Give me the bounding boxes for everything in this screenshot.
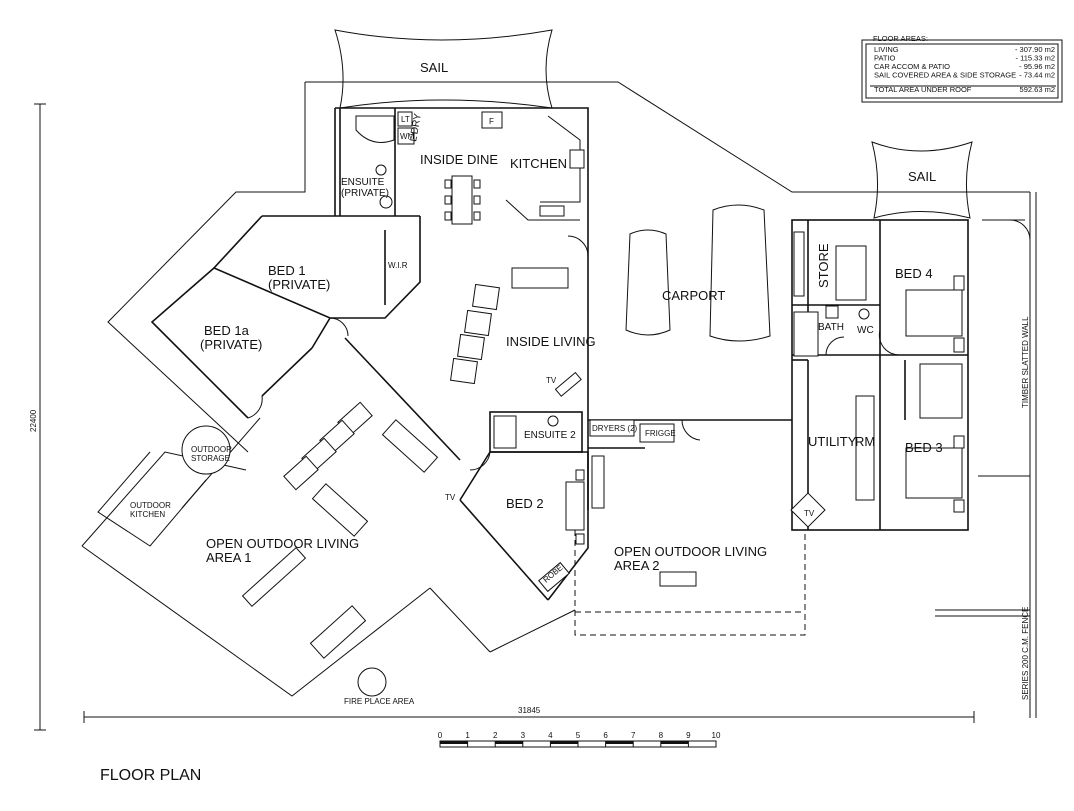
label-f: F: [489, 117, 494, 126]
label-bed1-line2: (PRIVATE): [268, 277, 330, 292]
label-ensuite-private-2: (PRIVATE): [341, 188, 389, 199]
scale-tick-label: 7: [631, 731, 636, 740]
label-inside-living: INSIDE LIVING: [506, 334, 596, 349]
label-bed2: BED 2: [506, 496, 544, 511]
scale-tick-label: 5: [576, 731, 581, 740]
sail-right-label: SAIL: [908, 169, 936, 184]
label-rm: RM: [855, 434, 875, 449]
label-ensuite2: ENSUITE 2: [524, 430, 576, 441]
drawing-title: FLOOR PLAN: [100, 767, 201, 784]
floor-area-row-value: - 95.96 m2: [1019, 62, 1055, 71]
scale-tick-label: 6: [603, 731, 608, 740]
floor-area-row-label: LIVING: [874, 45, 899, 54]
label-timber-wall: TIMBER SLATTED WALL: [1021, 316, 1030, 408]
label-bed3: BED 3: [905, 440, 943, 455]
floor-area-row-label: PATIO: [874, 54, 896, 63]
sail-top-label: SAIL: [420, 60, 448, 75]
label-wir: W.I.R: [388, 261, 408, 270]
roof-outline: [81, 81, 1037, 718]
scale-tick-label: 0: [438, 731, 443, 740]
label-outdoor-storage-2: STORAGE: [191, 454, 230, 463]
walls: [150, 107, 969, 601]
label-kitchen: KITCHEN: [510, 156, 567, 171]
scale-segment: [605, 741, 634, 744]
furniture: [97, 111, 965, 697]
floor-area-row-label: CAR ACCOM & PATIO: [874, 62, 950, 71]
label-bed1a-line2: (PRIVATE): [200, 337, 262, 352]
label-bed4: BED 4: [895, 266, 933, 281]
label-wc: WC: [857, 325, 874, 336]
label-tv-living: TV: [546, 376, 557, 385]
scale-segment: [440, 741, 468, 744]
label-bed1a-line1: BED 1a: [204, 323, 250, 338]
scale-tick-label: 3: [521, 731, 526, 740]
dimension-width-label: 31845: [518, 706, 541, 715]
scale-tick-label: 8: [659, 731, 664, 740]
label-store: STORE: [816, 243, 831, 288]
sail-top: SAIL: [334, 29, 553, 109]
floor-area-row-value: - 307.90 m2: [1015, 45, 1055, 54]
scale-tick-label: 10: [712, 731, 721, 740]
label-carport: CARPORT: [662, 288, 725, 303]
label-dryers: DRYERS (2): [592, 424, 638, 433]
dimension-width: 31845: [83, 706, 975, 723]
label-outdoor-kitchen-2: KITCHEN: [130, 510, 165, 519]
label-tv-utility: TV: [804, 509, 815, 518]
scale-tick-label: 4: [548, 731, 553, 740]
dimension-height: 22400: [29, 103, 46, 731]
label-wm: WM: [400, 132, 415, 141]
label-frigge: FRIGGE: [645, 429, 676, 438]
dimension-height-label: 22400: [29, 409, 38, 432]
scale-segment: [660, 741, 689, 744]
floor-areas-heading: FLOOR AREAS:: [873, 34, 928, 43]
floor-area-row-value: - 115.33 m2: [1016, 54, 1055, 63]
label-utility: UTILITY: [808, 434, 857, 449]
label-laundry: L'DRY: [408, 112, 424, 142]
label-open-outdoor-2-line1: OPEN OUTDOOR LIVING: [614, 544, 767, 559]
label-lt: LT: [401, 115, 410, 124]
sail-right: SAIL: [871, 141, 973, 219]
scale-tick-label: 1: [465, 731, 470, 740]
doors: [247, 219, 1031, 471]
scale-tick-label: 2: [493, 731, 498, 740]
label-outdoor-storage-1: OUTDOOR: [191, 445, 232, 454]
label-open-outdoor-2-line2: AREA 2: [614, 558, 660, 573]
scale-segment: [495, 741, 523, 744]
scale-bar: 0 1 2 3 4 5 6 7 8 9 10: [438, 731, 721, 748]
floor-areas-total-value: 592.63 m2: [1020, 85, 1055, 94]
label-bath: BATH: [818, 322, 844, 333]
floor-area-row-label: SAIL COVERED AREA & SIDE STORAGE: [874, 71, 1016, 80]
room-labels: INSIDE DINE KITCHEN L'DRY LT WM F ENSUIT…: [130, 112, 1030, 706]
floor-areas-total-label: TOTAL AREA UNDER ROOF: [874, 85, 972, 94]
label-ensuite-private-1: ENSUITE: [341, 177, 385, 188]
floor-area-row-value: - 73.44 m2: [1019, 71, 1055, 80]
outdoor-area-2-outline: [574, 510, 806, 636]
scale-tick-label: 9: [686, 731, 691, 740]
label-open-outdoor-1-line1: OPEN OUTDOOR LIVING: [206, 536, 359, 551]
floor-areas-table: FLOOR AREAS: LIVING - 307.90 m2 PATIO - 115…: [861, 34, 1063, 103]
label-outdoor-kitchen-1: OUTDOOR: [130, 501, 171, 510]
label-fence: SERIES 200 C.M. FENCE: [1021, 607, 1030, 700]
label-inside-dine: INSIDE DINE: [420, 152, 498, 167]
label-tv-bed2: TV: [445, 493, 456, 502]
label-fire-place: FIRE PLACE AREA: [344, 697, 415, 706]
label-bed1-line1: BED 1: [268, 263, 306, 278]
scale-segment: [550, 741, 578, 744]
label-open-outdoor-1-line2: AREA 1: [206, 550, 252, 565]
